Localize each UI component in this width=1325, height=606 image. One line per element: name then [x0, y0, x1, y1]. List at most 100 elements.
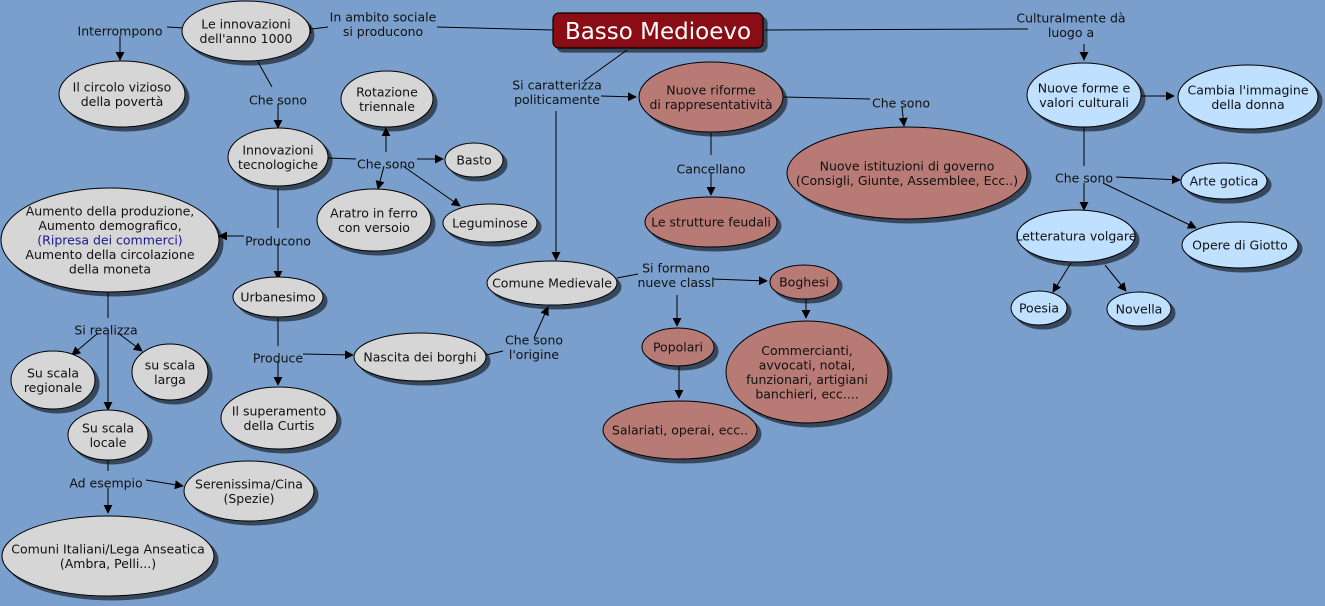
text-line: Che sono [1055, 171, 1113, 186]
text-line: Che sono [249, 93, 307, 108]
text-line: si producono [343, 24, 423, 39]
svg-text:Le strutture feudali: Le strutture feudali [651, 215, 771, 230]
node-arte-gotica[interactable]: Arte gotica [1180, 162, 1268, 200]
node-poesia[interactable]: Poesia [1010, 290, 1068, 326]
node-salariati[interactable]: Salariati, operai, ecc.. [602, 400, 758, 460]
text-line: (Spezie) [223, 491, 274, 506]
svg-text:Novella: Novella [1116, 302, 1163, 317]
link-che-sono-tecnologie: Che sono [357, 157, 415, 172]
node-letteratura-volgare[interactable]: Letteratura volgare [1016, 209, 1137, 263]
link-che-sono-istituzioni: Che sono [872, 96, 930, 111]
svg-text:Aumento della produzione,Aumen: Aumento della produzione,Aumento demogra… [25, 204, 194, 277]
svg-text:Leguminose: Leguminose [452, 216, 528, 231]
text-line: Nuove istituzioni di governo [820, 158, 995, 173]
text-line: Nascita dei borghi [363, 350, 476, 365]
text-line: larga [154, 372, 186, 387]
text-line: tecnologiche [238, 157, 318, 172]
node-urbanesimo[interactable]: Urbanesimo [232, 276, 324, 318]
text-line: triennale [359, 99, 415, 114]
title-text: Basso Medioevo [565, 19, 751, 45]
text-line: In ambito sociale [330, 9, 437, 24]
svg-text:Opere di Giotto: Opere di Giotto [1192, 238, 1288, 253]
link-producono: Producono [245, 234, 311, 249]
text-line: Cambia l'immagine [1187, 82, 1308, 97]
text-line: Il circolo vizioso [73, 79, 172, 94]
node-boghesi[interactable]: Boghesi [769, 264, 839, 300]
text-line: Rotazione [356, 84, 418, 99]
text-line: (Ripresa dei commerci) [37, 233, 182, 248]
node-serenissima[interactable]: Serenissima/Cina(Spezie) [183, 460, 315, 522]
text-line: luogo a [1048, 25, 1094, 40]
node-opere-giotto[interactable]: Opere di Giotto [1181, 221, 1299, 269]
svg-text:Poesia: Poesia [1019, 301, 1059, 316]
text-line: Commercianti, [761, 343, 853, 358]
node-comuni-italiani[interactable]: Comuni Italiani/Lega Anseatica(Ambra, Pe… [1, 515, 215, 597]
text-line: Opere di Giotto [1192, 238, 1288, 253]
connections [71, 24, 1197, 514]
text-line: Le strutture feudali [651, 215, 771, 230]
text-line: della moneta [69, 262, 151, 277]
text-line: Letteratura volgare [1016, 229, 1137, 244]
text-line: avvocati, notai, [759, 357, 856, 372]
text-line: Nuove forme e [1038, 80, 1131, 95]
text-line: Ad esempio [69, 476, 142, 491]
svg-text:Boghesi: Boghesi [779, 275, 829, 290]
text-line: Poesia [1019, 301, 1059, 316]
text-line: Comuni Italiani/Lega Anseatica [11, 541, 205, 556]
text-line: (Ambra, Pelli...) [60, 556, 156, 571]
text-line: Salariati, operai, ecc.. [612, 423, 748, 438]
svg-text:Popolari: Popolari [653, 340, 703, 355]
text-line: Su scala [27, 365, 79, 380]
node-aumento-produzione[interactable]: Aumento della produzione,Aumento demogra… [0, 187, 220, 293]
text-line: Aratro in ferro [330, 205, 418, 220]
node-strutture-feudali[interactable]: Le strutture feudali [644, 196, 778, 248]
text-line: (Consigli, Giunte, Assemblee, Ecc..) [796, 173, 1018, 188]
svg-text:Arte gotica: Arte gotica [1190, 174, 1259, 189]
node-popolari[interactable]: Popolari [641, 327, 715, 367]
node-novella[interactable]: Novella [1106, 291, 1172, 327]
node-nuove-istituzioni[interactable]: Nuove istituzioni di governo(Consigli, G… [786, 126, 1028, 220]
node-leguminose[interactable]: Leguminose [442, 203, 538, 243]
node-basto[interactable]: Basto [444, 142, 504, 178]
link-si-realizza: Si realizza [74, 323, 137, 338]
text-line: funzionari, artigiani [746, 372, 868, 387]
text-line: su scala [145, 357, 196, 372]
text-line: Producono [245, 234, 311, 249]
text-line: Che sono [357, 157, 415, 172]
link-produce: Produce [253, 351, 304, 366]
svg-text:Commercianti,avvocati, notai,f: Commercianti,avvocati, notai,funzionari,… [746, 343, 868, 402]
text-line: con versoio [338, 220, 410, 235]
text-line: Che sono [872, 96, 930, 111]
text-line: della Curtis [244, 418, 315, 433]
title-node[interactable]: Basso Medioevo [552, 12, 764, 49]
node-commercianti[interactable]: Commercianti,avvocati, notai,funzionari,… [725, 320, 889, 424]
text-line: Culturalmente dà [1016, 10, 1125, 25]
node-nascita-borghi[interactable]: Nascita dei borghi [353, 332, 487, 382]
node-comune-medievale[interactable]: Comune Medievale [486, 260, 618, 306]
link-che-sono-innovazioni: Che sono [249, 93, 307, 108]
